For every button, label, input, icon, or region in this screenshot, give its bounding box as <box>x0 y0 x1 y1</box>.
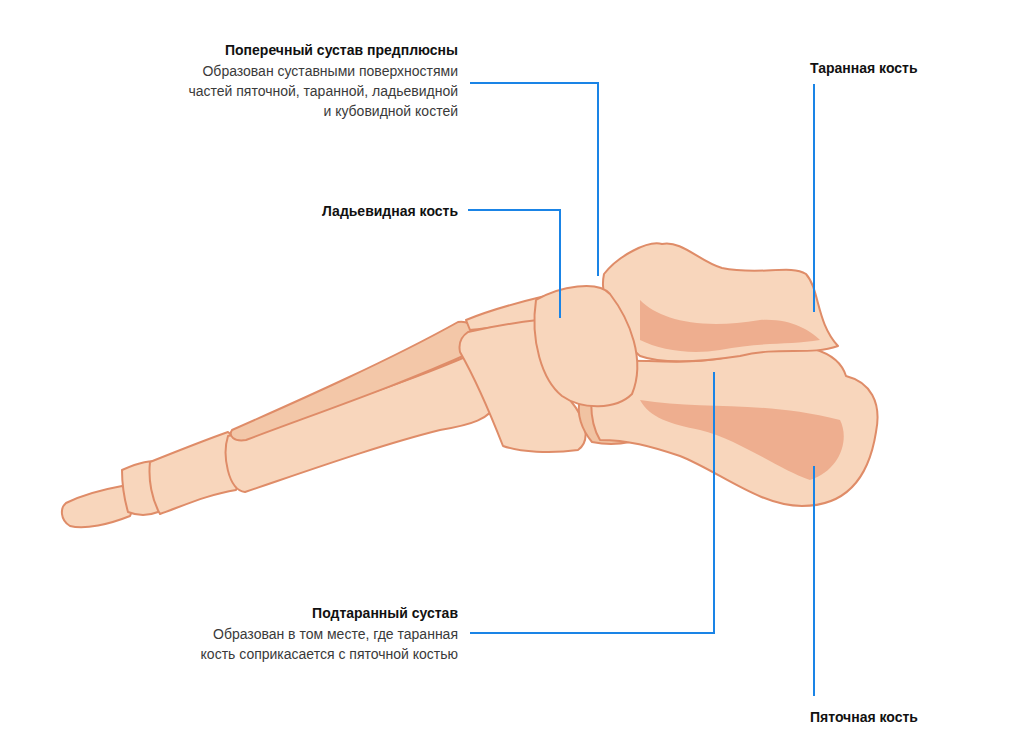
leader-line <box>813 84 815 312</box>
distal-phalanx <box>62 486 133 527</box>
metatarsal <box>231 322 477 441</box>
leader-line <box>468 210 560 318</box>
bone-label: Ладьевидная кость <box>208 201 458 221</box>
talus <box>603 243 838 361</box>
navicular <box>534 286 637 406</box>
joint-description: Образован в том месте, где таранная кост… <box>178 624 458 664</box>
leader-line <box>813 466 815 696</box>
leader-line <box>470 372 714 633</box>
bone-label: Пяточная кость <box>810 707 1010 727</box>
joint-title: Поперечный сустав предплюсны <box>158 40 458 60</box>
bone-label: Таранная кость <box>810 58 1010 78</box>
leader-line <box>470 83 598 276</box>
joint-title: Подтаранный сустав <box>158 603 458 623</box>
joint-description: Образован суставными поверхностями часте… <box>178 61 458 121</box>
shading <box>640 300 820 352</box>
